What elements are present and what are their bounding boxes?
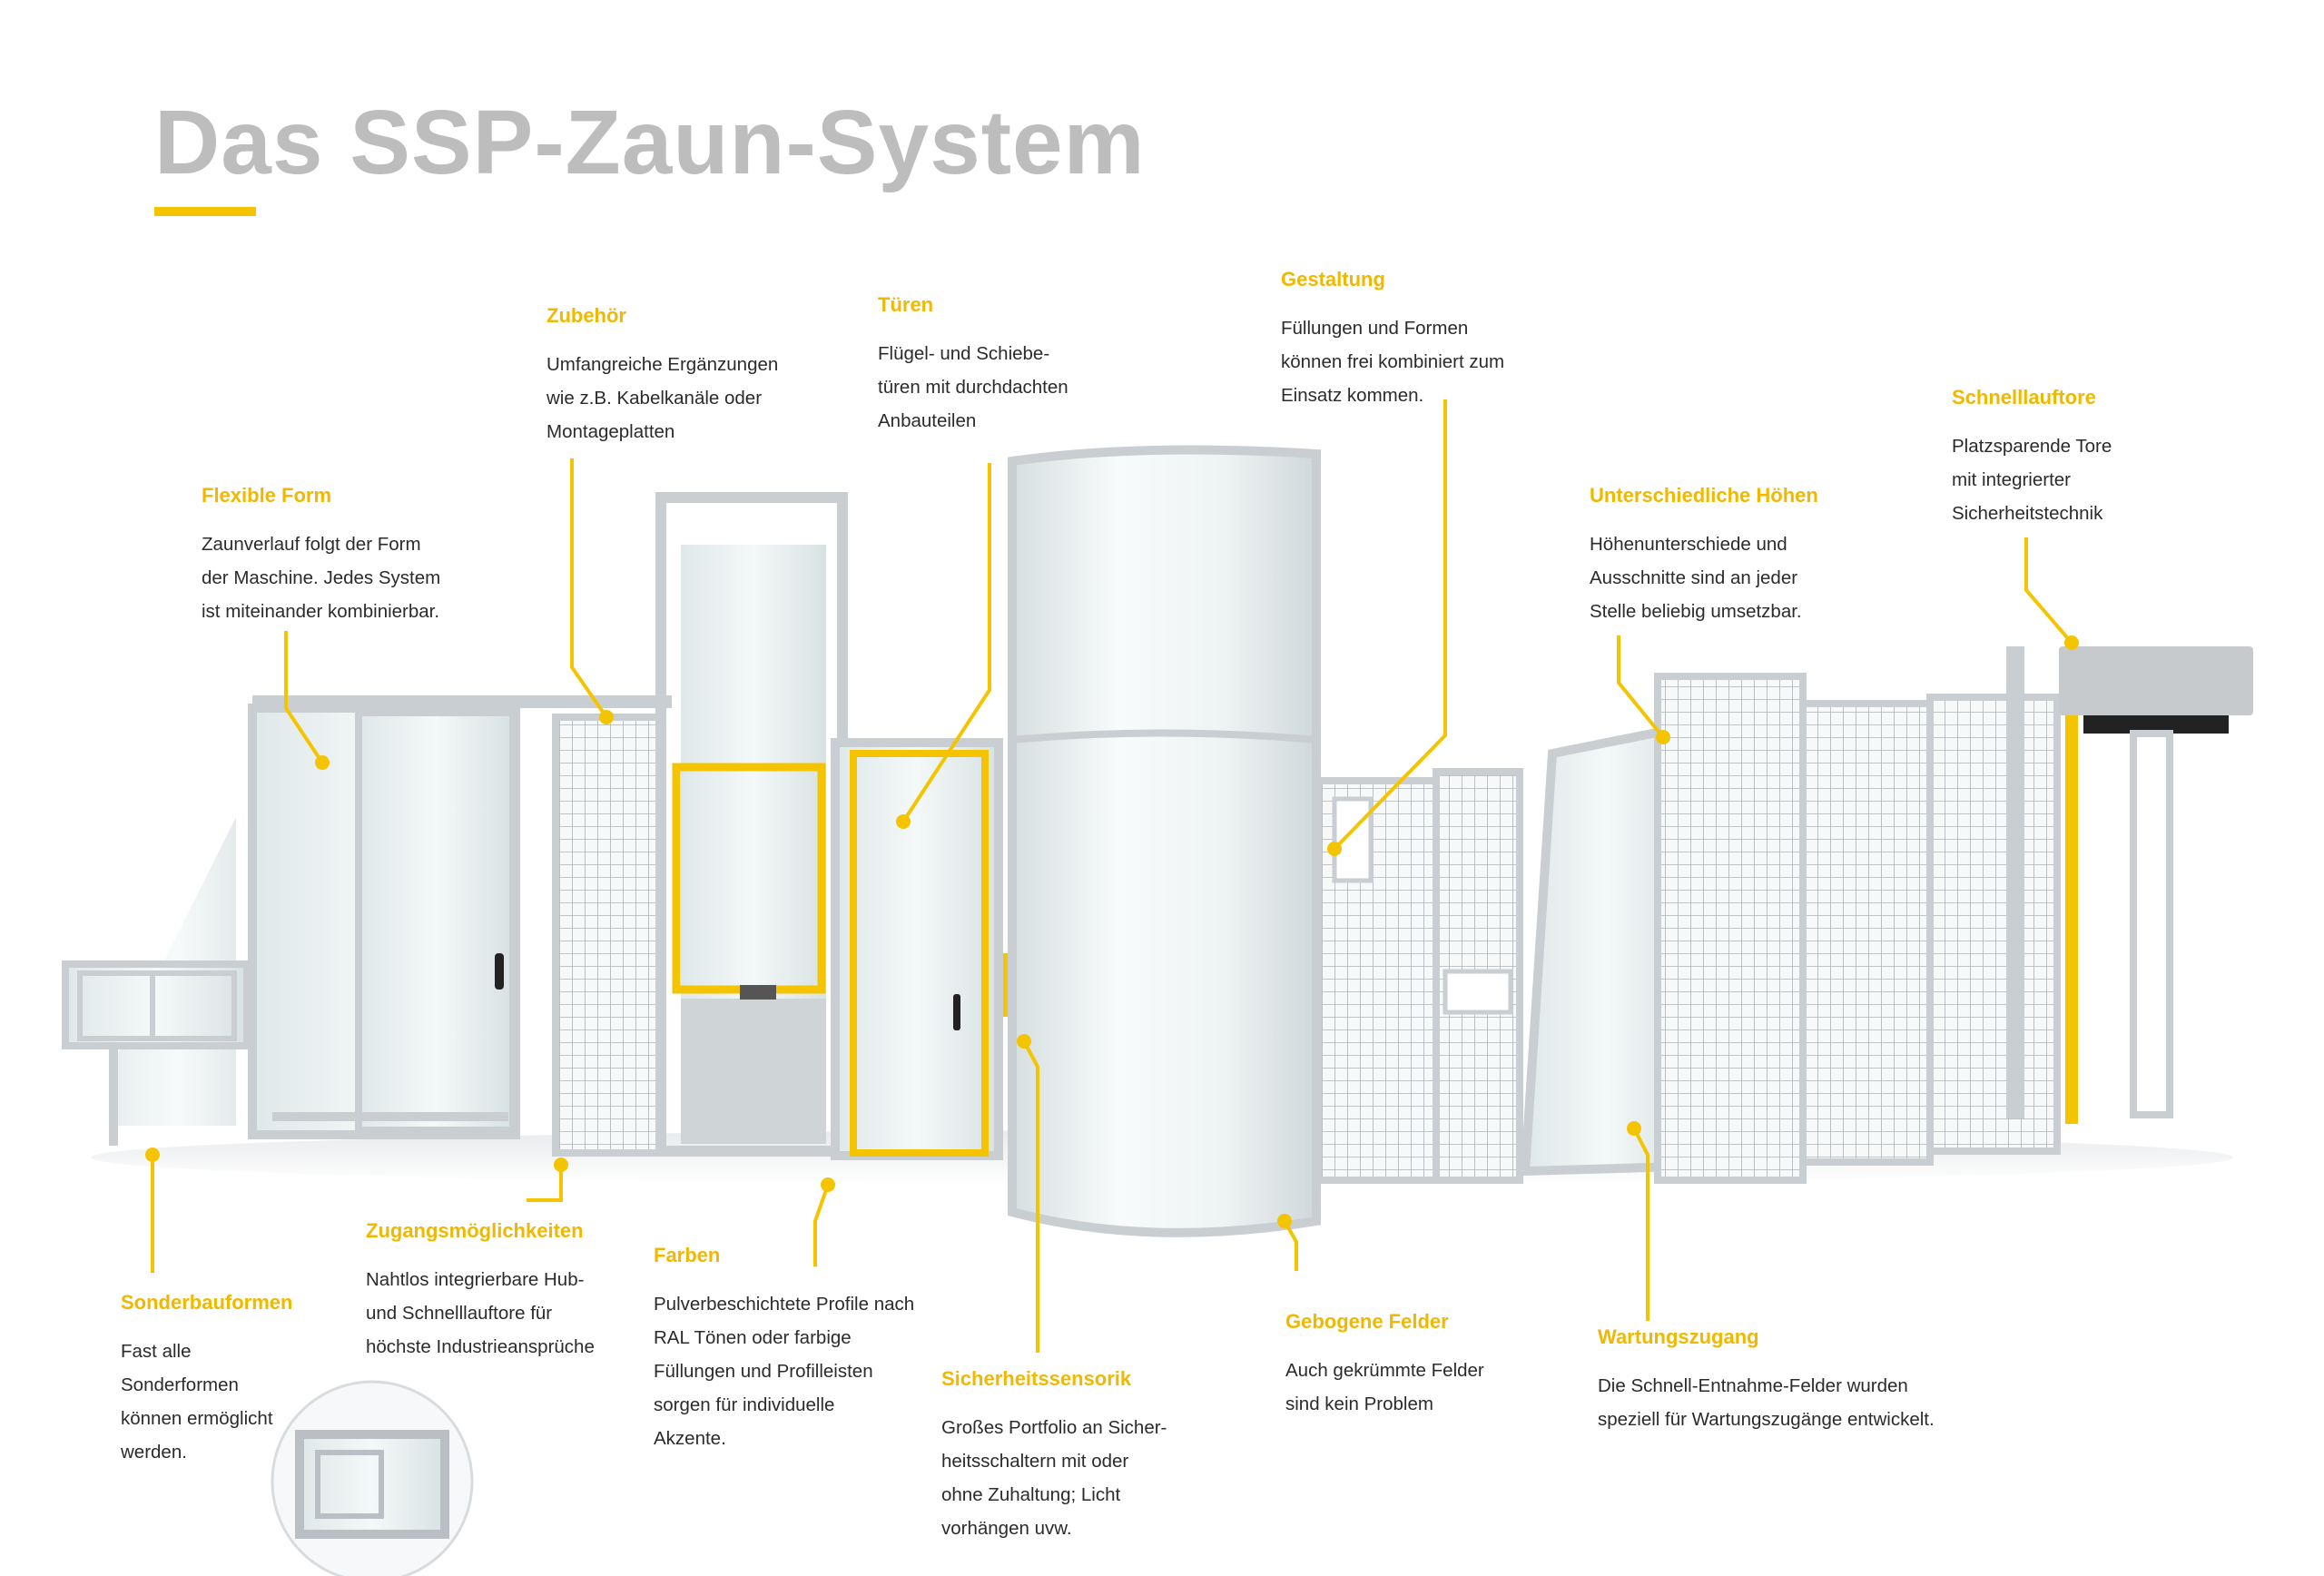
page-title: Das SSP-Zaun-System [154, 92, 1146, 193]
tall-door-yellow [655, 492, 848, 1157]
callout-gestaltung: Gestaltung Füllungen und Formen können f… [1281, 268, 1508, 412]
callout-zubehoer: Zubehör Umfangreiche Ergänzungen wie z.B… [547, 304, 819, 448]
special-box-frame [62, 817, 251, 1146]
callout-sonder: Sonderbauformen Fast alle Sonderformen k… [121, 1291, 302, 1469]
callout-heading: Gebogene Felder [1285, 1310, 1449, 1333]
callout-text: Pulverbeschichtete Profile nach RAL Töne… [654, 1294, 915, 1449]
leader-dots [145, 635, 2079, 1228]
mesh-panels-tall [1654, 673, 2061, 1184]
callout-text: Höhenunterschiede und Ausschnitte sind a… [1590, 534, 1802, 622]
high-speed-door [2006, 646, 2253, 1124]
callout-heading: Zubehör [547, 304, 626, 327]
callout-zugang: Zugangsmöglichkeiten Nahtlos integrierba… [366, 1219, 638, 1364]
callout-heading: Schnelllauftore [1952, 386, 2096, 409]
callout-text: Umfangreiche Ergänzungen wie z.B. Kabelk… [547, 354, 779, 442]
sliding-door-section [248, 695, 672, 1139]
callout-text: Flügel- und Schiebe- türen mit durchdach… [878, 343, 1068, 431]
curved-panel [1008, 445, 1321, 1237]
callout-text: Platzsparende Tore mit integrierter Sich… [1952, 436, 2112, 524]
callout-farben: Farben Pulverbeschichtete Profile nach R… [654, 1244, 926, 1455]
callout-heading: Farben [654, 1244, 721, 1266]
callout-text: Fast alle Sonderformen können ermöglicht… [121, 1341, 273, 1463]
leader-lines [151, 399, 2073, 1353]
callout-heading: Wartungszugang [1598, 1325, 1759, 1348]
callout-text: Auch gekrümmte Felder sind kein Problem [1285, 1360, 1484, 1414]
callout-heading: Unterschiedliche Höhen [1590, 484, 1818, 507]
callout-sensorik: Sicherheitssensorik Großes Portfolio an … [941, 1367, 1214, 1545]
callout-heading: Türen [878, 293, 934, 316]
callout-hoehen: Unterschiedliche Höhen Höhenunterschiede… [1590, 484, 1862, 628]
callout-wartung: Wartungszugang Die Schnell-Entnahme-Feld… [1598, 1325, 1961, 1436]
callout-heading: Sonderbauformen [121, 1291, 293, 1314]
callout-text: Zaunverlauf folgt der Form der Maschine.… [202, 534, 441, 622]
callout-heading: Sicherheitssensorik [941, 1367, 1132, 1390]
callout-heading: Gestaltung [1281, 268, 1385, 291]
title-underline [154, 207, 256, 216]
mesh-panel-1 [552, 714, 664, 1157]
callout-text: Großes Portfolio an Sicher- heitsschalte… [941, 1417, 1167, 1539]
callout-heading: Zugangsmöglichkeiten [366, 1219, 584, 1242]
callout-heading: Flexible Form [202, 484, 332, 507]
callout-flexible-form: Flexible Form Zaunverlauf folgt der Form… [202, 484, 474, 628]
callout-text: Füllungen und Formen können frei kombini… [1281, 318, 1505, 406]
callout-gebogen: Gebogene Felder Auch gekrümmte Felder si… [1285, 1310, 1512, 1421]
callout-text: Die Schnell-Entnahme-Felder wurden spezi… [1598, 1375, 1935, 1430]
callout-tueren: Türen Flügel- und Schiebe- türen mit dur… [878, 293, 1150, 438]
hinged-door-yellow [831, 738, 1014, 1160]
detail-inset [271, 1380, 474, 1576]
callout-text: Nahtlos integrierbare Hub- und Schnellla… [366, 1269, 595, 1357]
callout-schnelllauftore: Schnelllauftore Platzsparende Tore mit i… [1952, 386, 2161, 530]
